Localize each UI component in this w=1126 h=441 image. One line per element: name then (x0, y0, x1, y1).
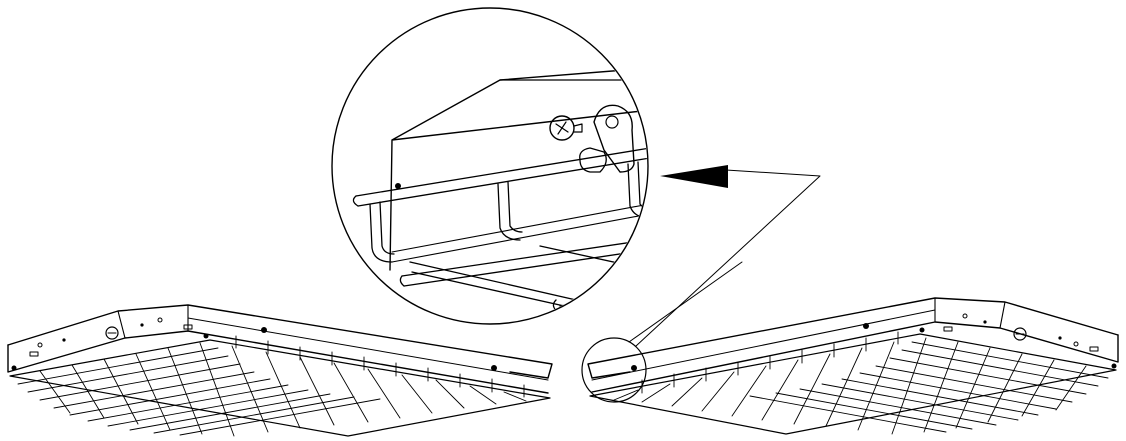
wire-guard-clip-icon (579, 104, 635, 173)
wire-rail (355, 147, 647, 207)
end-plate-knockout-icon (1013, 327, 1027, 341)
arrow-icon (660, 165, 728, 188)
leader-line (628, 261, 743, 343)
end-plate-knockout-icon (105, 326, 119, 340)
screw-icon (919, 327, 925, 333)
magnified-detail-circle (331, 7, 649, 325)
screw-icon (261, 327, 267, 333)
screw-icon (11, 365, 17, 371)
right-fixture (587, 297, 1119, 435)
leader-line (635, 169, 821, 347)
wire-guard-grid (9, 335, 551, 437)
wire-hook (369, 201, 395, 263)
detail-reference-circle (581, 337, 647, 403)
detail-callout (331, 7, 821, 403)
screw-icon (863, 323, 869, 329)
screw-icon (1111, 363, 1117, 369)
left-fixture (7, 304, 553, 437)
screw-icon (491, 365, 497, 371)
wire-hook (497, 181, 523, 241)
screw-icon (203, 333, 209, 339)
wire-guard-grid (589, 331, 1117, 435)
screw-icon (631, 365, 637, 371)
screw-icon (549, 115, 583, 141)
